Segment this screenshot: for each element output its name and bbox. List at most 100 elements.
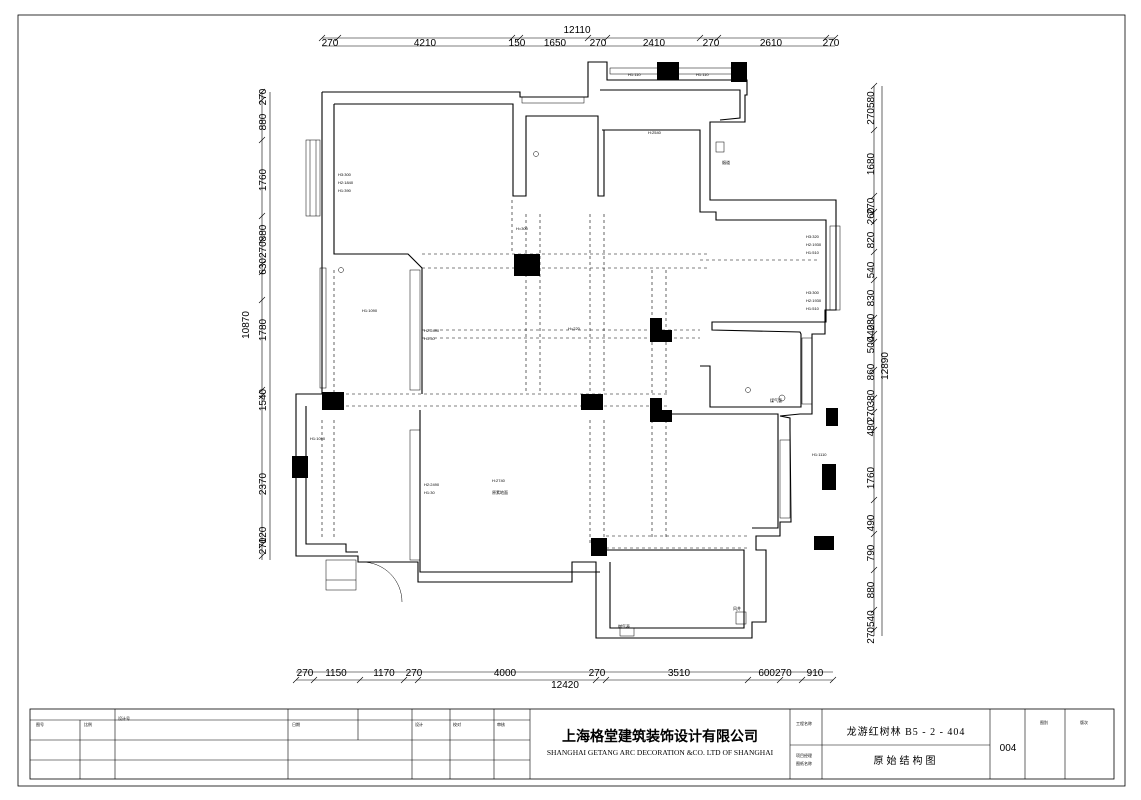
gas-meter-icon — [619, 627, 635, 637]
bottom-dimension: 910 — [807, 668, 824, 679]
right-dimension: 260 — [866, 207, 877, 224]
top-dimension: 150 — [509, 38, 526, 49]
right-dimension: 480 — [866, 419, 877, 436]
column — [731, 62, 747, 82]
right-dimension: 540 — [866, 261, 877, 278]
top-dimension-texts: 12110 270 4210 150 1650 270 2410 270 261… — [322, 25, 840, 49]
dimension-tick — [258, 386, 266, 394]
column — [826, 408, 838, 426]
right-dimension: 830 — [866, 289, 877, 306]
column — [650, 318, 662, 342]
right-dimension: 280 — [866, 313, 877, 330]
room-note: 燃气表 — [618, 623, 630, 629]
dimension-tick — [602, 676, 610, 684]
fixtures — [338, 141, 786, 637]
room-note: H2:1930 — [806, 242, 822, 247]
top-dimension: 270 — [590, 38, 607, 49]
left-dimension: 270 — [258, 537, 269, 554]
column — [322, 392, 344, 410]
right-dimension: 1760 — [866, 466, 877, 489]
left-dimension: 270 — [258, 88, 269, 105]
dimension-tick — [822, 34, 830, 42]
drawing-title: 原始结构图 — [874, 754, 939, 767]
right-dimension: 820 — [866, 231, 877, 248]
bottom-dimension: 270 — [297, 668, 314, 679]
walls — [295, 61, 837, 639]
dimension-tick — [258, 88, 266, 96]
room-note: 风井 — [733, 605, 741, 611]
dimension-tick — [870, 426, 878, 434]
room-note: H1:30 — [424, 490, 435, 495]
room-note: 烟道 — [722, 159, 730, 165]
room-note: H1:510 — [806, 250, 820, 255]
title-block — [29, 708, 1115, 780]
bottom-dimension: 3510 — [668, 668, 691, 679]
dimension-tick — [310, 676, 318, 684]
left-dimension: 1780 — [258, 318, 269, 341]
dimension-tick — [870, 314, 878, 322]
room-note: H1:110 — [628, 72, 641, 77]
dimension-tick — [258, 136, 266, 144]
right-dimension: 270580 — [866, 91, 877, 125]
dimension-tick — [870, 496, 878, 504]
column — [662, 330, 672, 342]
room-note: H=300 — [516, 226, 529, 231]
column — [292, 456, 308, 478]
dimension-tick — [584, 34, 592, 42]
left-dimension: 1760 — [258, 168, 269, 191]
company-name-en: SHANGHAI GETANG ARC DECORATION &CO. LTD … — [547, 748, 774, 757]
column — [662, 410, 672, 422]
dimension-tick — [870, 82, 878, 90]
dimension-tick — [258, 268, 266, 276]
left-dimension: 880 — [258, 113, 269, 130]
right-dimension: 860 — [866, 363, 877, 380]
right-dimension: 380 — [866, 389, 877, 406]
beam-lines — [321, 200, 820, 549]
bottom-dimension: 270 — [406, 668, 423, 679]
left-dimension: 120 — [258, 526, 269, 543]
bottom-total-dimension: 12420 — [551, 680, 579, 691]
dimension-tick — [334, 34, 342, 42]
right-dimension: 270 — [866, 405, 877, 422]
right-dimension: 490 — [866, 514, 877, 531]
shaft-icon — [735, 611, 747, 625]
column — [822, 464, 836, 490]
dimension-tick — [829, 676, 837, 684]
top-dimension: 270 — [322, 38, 339, 49]
dimension-lines — [261, 37, 883, 681]
room-annotations: H3:300 H2:1840 H1:390 H:2540 H1:110 H1:1… — [310, 72, 827, 629]
dimension-tick — [870, 530, 878, 538]
tb-label: 设计 — [415, 721, 423, 727]
top-dimension: 1650 — [544, 38, 567, 49]
bottom-dimension: 1150 — [325, 668, 347, 679]
room-note: H1:1090 — [310, 436, 326, 441]
inner-wall — [333, 104, 423, 394]
top-total-dimension: 12110 — [563, 25, 591, 36]
outer-wall — [295, 61, 837, 639]
room-note: H2:1930 — [806, 298, 822, 303]
right-dimension-texts: 12890 270580 1680 270 260 820 540 830 28… — [866, 91, 891, 644]
room-note: H3:300 — [806, 290, 820, 295]
tb-label: 版次 — [1080, 719, 1088, 725]
column — [591, 538, 607, 556]
dimension-tick — [870, 626, 878, 634]
column — [814, 536, 834, 550]
dimension-tick — [258, 236, 266, 244]
dimension-tick — [870, 330, 878, 338]
dimension-tick — [400, 676, 408, 684]
tb-label: 校对 — [453, 721, 461, 727]
dimension-tick — [258, 260, 266, 268]
dimension-tick — [516, 34, 524, 42]
tb-label: 图别 — [1040, 719, 1048, 725]
dimension-tick — [744, 676, 752, 684]
column — [581, 394, 603, 410]
ceiling-light-icon — [533, 151, 539, 157]
room-note: H1:110 — [696, 72, 709, 77]
right-dimension: 270 — [866, 197, 877, 214]
bottom-dimension-texts: 12420 270 1150 1170 270 4000 270 3510 60… — [297, 668, 824, 691]
bottom-dimension: 270 — [589, 668, 606, 679]
room-note: H3:300 — [338, 172, 352, 177]
room-note: H1:1110 — [812, 452, 827, 457]
room-note: H2:1840 — [338, 180, 354, 185]
floor-drain-icon — [778, 394, 786, 402]
